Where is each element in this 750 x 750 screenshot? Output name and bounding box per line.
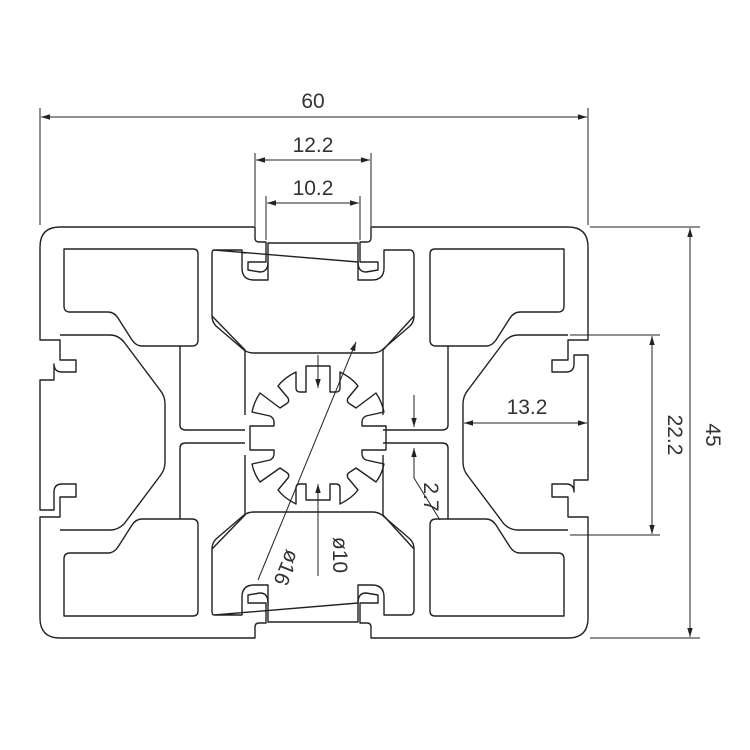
chamber-bottom-right bbox=[429, 518, 565, 617]
dimension-labels: 60 12.2 10.2 13.2 45 22.2 2.7 ø10 ø16 bbox=[269, 90, 724, 589]
label-web-thickness: 2.7 bbox=[419, 482, 442, 511]
profile-outer-contour bbox=[39, 226, 589, 639]
aluminum-profile bbox=[39, 226, 589, 639]
label-slot-depth: 13.2 bbox=[507, 396, 548, 419]
web-left-upper bbox=[179, 346, 245, 431]
web-diag-bl bbox=[211, 455, 246, 550]
dim-leader-web bbox=[413, 477, 441, 521]
label-slot-span: 22.2 bbox=[663, 415, 686, 456]
dim-line-core-outer bbox=[257, 341, 357, 581]
right-slot-contour bbox=[462, 334, 568, 531]
chamber-top-center bbox=[211, 249, 415, 354]
chamber-bottom-left bbox=[63, 518, 199, 617]
label-overall-height: 45 bbox=[701, 423, 724, 446]
chamber-top-right bbox=[429, 248, 565, 347]
web-diag-tr bbox=[382, 315, 415, 415]
web-right-lower bbox=[383, 442, 449, 519]
chamber-bottom-center bbox=[211, 511, 415, 616]
web-left-lower bbox=[179, 442, 245, 519]
label-core-inner-diameter: ø10 bbox=[328, 537, 351, 573]
label-core-outer-diameter: ø16 bbox=[269, 546, 304, 588]
center-core bbox=[249, 365, 387, 505]
chamber-top-left bbox=[63, 248, 199, 347]
dimension-lines bbox=[39, 108, 700, 639]
left-slot-contour bbox=[60, 334, 166, 531]
web-diag-br bbox=[382, 455, 415, 550]
label-slot-inner: 10.2 bbox=[293, 177, 334, 200]
web-right-upper bbox=[383, 346, 449, 431]
label-overall-width: 60 bbox=[301, 90, 324, 113]
web-diag-tl bbox=[211, 315, 246, 415]
label-slot-outer: 12.2 bbox=[293, 134, 334, 157]
